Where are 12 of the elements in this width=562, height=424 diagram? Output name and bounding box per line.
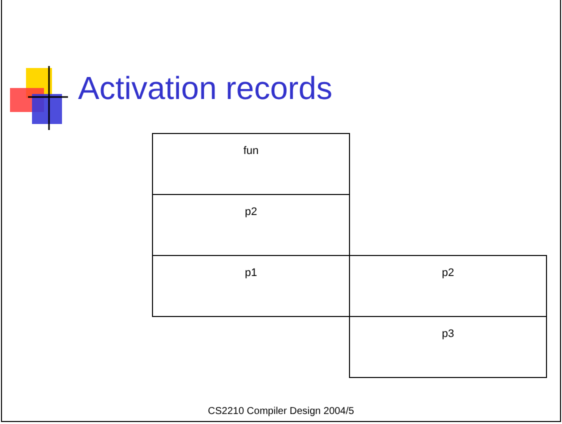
record-label: p1	[244, 266, 258, 280]
record-label: p2	[244, 205, 258, 219]
activation-record-box	[349, 316, 547, 378]
record-label: p3	[442, 327, 454, 341]
activation-record-box	[152, 255, 350, 317]
record-label: p2	[442, 266, 454, 280]
activation-record-box	[152, 133, 350, 195]
slide-title: Activation records	[78, 69, 332, 108]
footer-text: CS2210 Compiler Design 2004/5	[208, 405, 354, 418]
activation-record-box	[349, 255, 547, 317]
activation-record-box	[152, 194, 350, 256]
record-label: fun	[243, 144, 259, 158]
